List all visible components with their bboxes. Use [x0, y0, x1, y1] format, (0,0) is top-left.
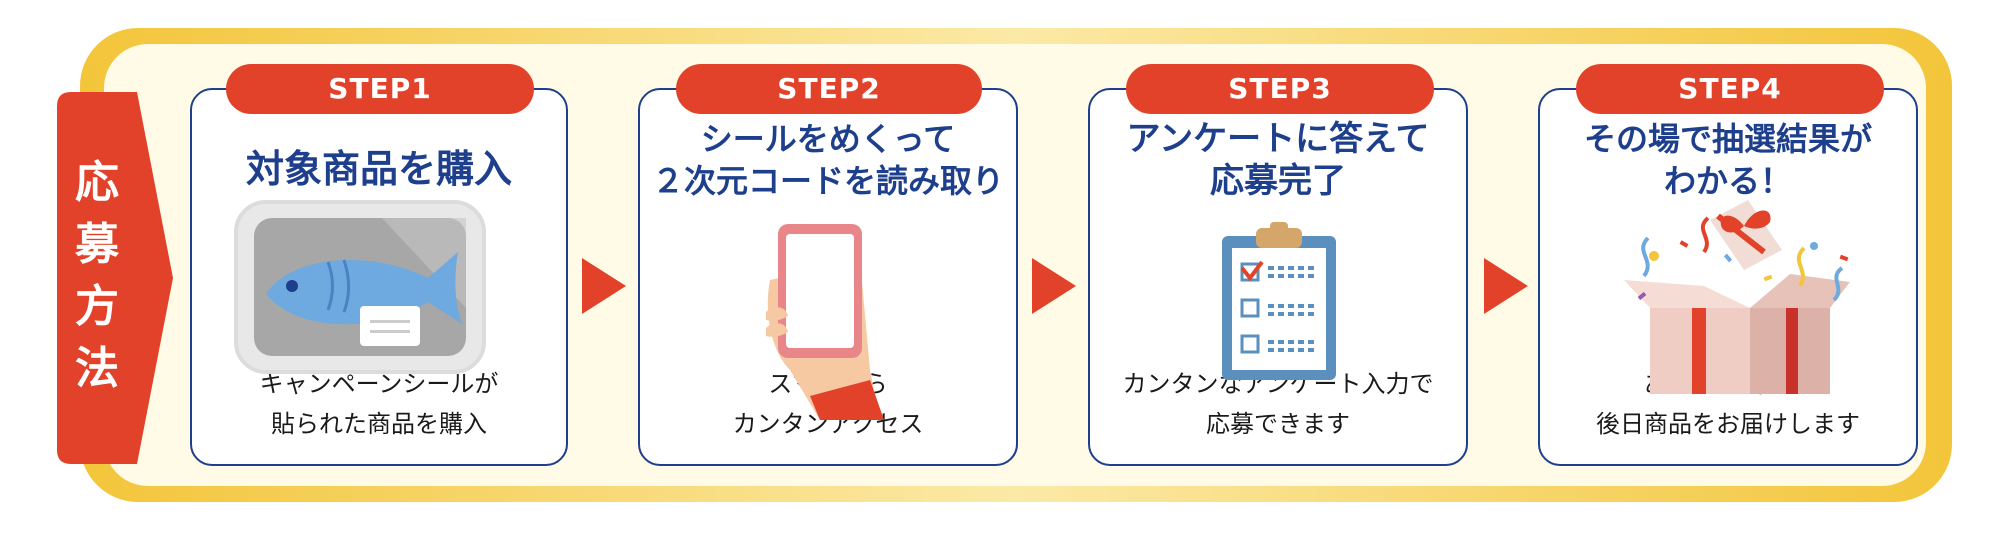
side-label-tab: 応 募 方 法	[57, 92, 173, 464]
side-char: 法	[75, 343, 119, 394]
step-badge: STEP1	[226, 64, 534, 114]
step-card-4: その場で抽選結果が わかる！ あたりが出たら 後日商品をお届けします	[1538, 88, 1918, 466]
step-title: 対象商品を購入	[245, 147, 512, 191]
step-description: キャンペーンシールが 貼られた商品を購入	[259, 370, 499, 438]
step-title: その場で抽選結果が わかる！	[1583, 120, 1872, 200]
step-badge: STEP4	[1576, 64, 1884, 114]
side-char: 応	[75, 157, 119, 208]
flow-arrow-icon	[1484, 258, 1528, 314]
clipboard-checklist-icon	[1222, 222, 1336, 380]
step-card-2: シールをめくって ２次元コードを読み取り スマホから カンタンアクセス	[638, 88, 1018, 466]
step-title: アンケートに答えて 応募完了	[1126, 119, 1430, 201]
side-char: 募	[75, 219, 119, 270]
step-title: シールをめくって ２次元コードを読み取り	[651, 120, 1004, 200]
flow-arrow-icon	[582, 258, 626, 314]
smartphone-in-hand-icon	[766, 224, 884, 420]
step-badge: STEP3	[1126, 64, 1434, 114]
side-label-text: 応 募 方 法	[57, 152, 137, 400]
gift-box-confetti-icon	[1624, 200, 1850, 394]
step-badge: STEP2	[676, 64, 982, 114]
side-char: 方	[75, 281, 119, 332]
flow-arrow-icon	[1032, 258, 1076, 314]
packaged-fish-icon	[234, 200, 486, 374]
